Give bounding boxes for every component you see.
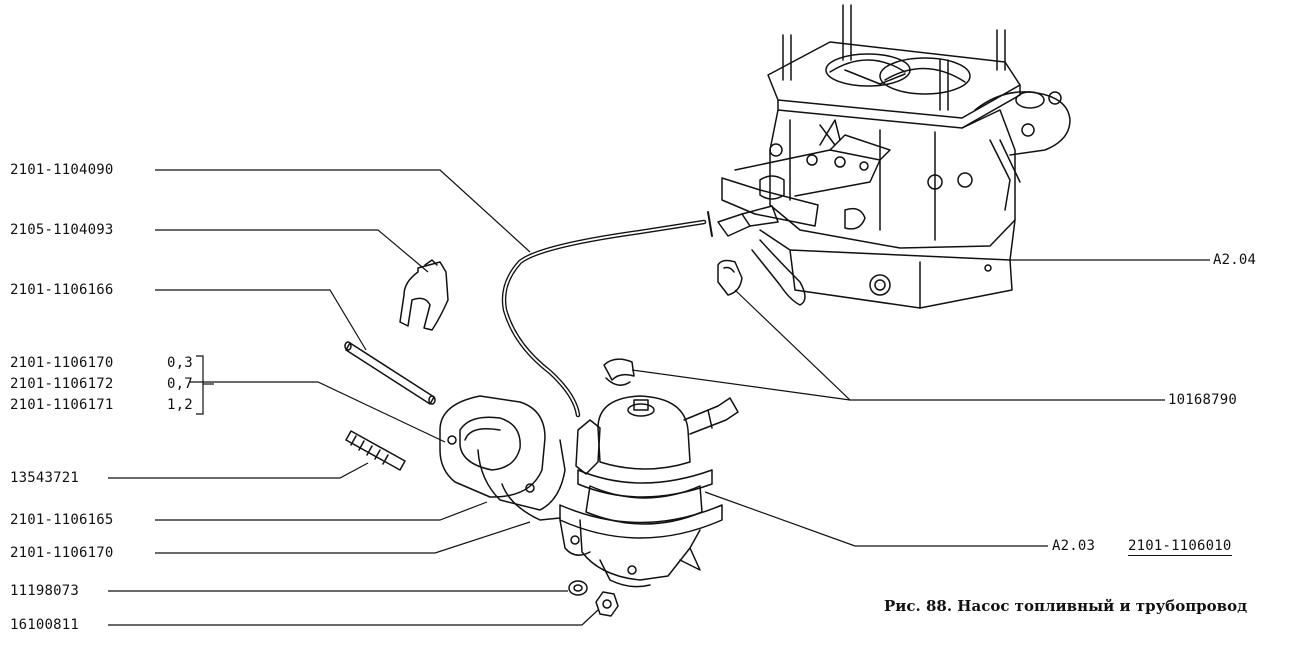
label-2101-1106171: 2101-1106171	[10, 397, 114, 413]
label-10168790: 10168790	[1168, 392, 1238, 408]
label-2101-1106172: 2101-1106172	[10, 376, 114, 392]
hose-clip	[399, 259, 449, 331]
label-2101-1104090: 2101-1104090	[10, 162, 114, 178]
gaskets	[439, 395, 566, 521]
label-2101-1106165: 2101-1106165	[10, 512, 114, 528]
carb-hose-clip	[717, 259, 743, 296]
label-2101-1106170-top: 2101-1106170	[10, 355, 114, 371]
label-16100811: 16100811	[10, 617, 80, 633]
label-2101-1106166: 2101-1106166	[10, 282, 114, 298]
pump-hose-clip	[603, 358, 635, 386]
label-thickness-0-3: 0,3	[167, 355, 193, 371]
carburetor	[717, 4, 1071, 309]
label-thickness-1-2: 1,2	[167, 397, 193, 413]
label-a2-03: A2.03	[1052, 538, 1096, 554]
label-thickness-0-7: 0,7	[167, 376, 193, 392]
stud	[345, 430, 406, 471]
leader-lines	[108, 169, 1210, 626]
label-11198073: 11198073	[10, 583, 80, 599]
label-2105-1104093: 2105-1104093	[10, 222, 114, 238]
label-13543721: 13543721	[10, 470, 80, 486]
nut	[595, 591, 619, 617]
washer	[568, 580, 588, 596]
figure-caption: Рис. 88. Насос топливный и трубопровод	[884, 597, 1248, 615]
label-a2-04: A2.04	[1213, 252, 1257, 268]
pushrod	[344, 341, 436, 405]
fuel-hose	[501, 211, 713, 418]
label-2101-1106170-bottom: 2101-1106170	[10, 545, 114, 561]
fuel-pump	[559, 395, 739, 588]
label-2101-1106010: 2101-1106010	[1128, 538, 1232, 556]
